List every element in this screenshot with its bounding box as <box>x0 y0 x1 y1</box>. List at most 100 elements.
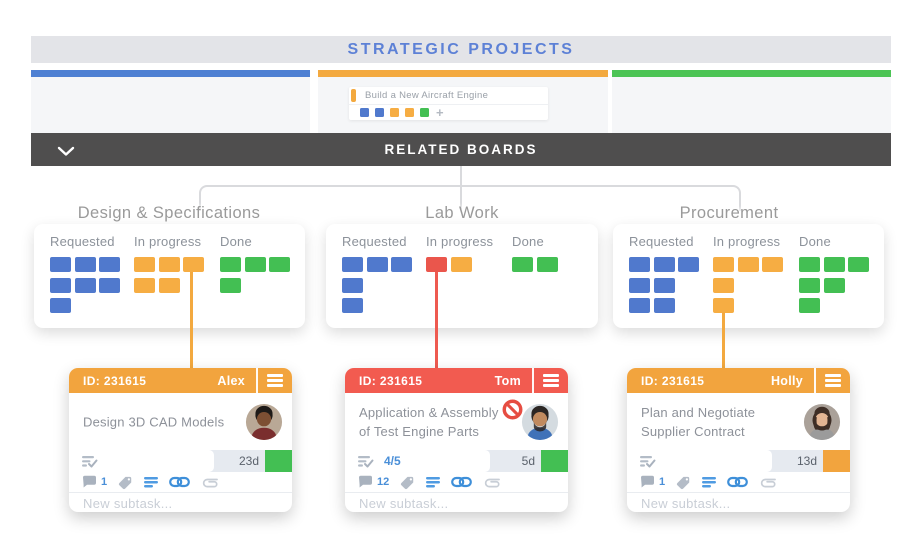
task-chip[interactable] <box>713 277 734 293</box>
task-chip[interactable] <box>158 277 180 293</box>
task-chip[interactable] <box>220 257 241 272</box>
paperclip-icon[interactable] <box>759 475 778 490</box>
task-chip[interactable] <box>512 257 533 272</box>
new-subtask-placeholder: New subtask... <box>83 495 173 511</box>
checklist-icon <box>640 455 657 468</box>
description-lines-icon[interactable] <box>144 476 159 488</box>
status-squares[interactable] <box>360 108 429 117</box>
chevron-down-icon[interactable] <box>57 144 75 162</box>
new-subtask-input[interactable]: New subtask... <box>345 492 568 513</box>
task-card-holly[interactable]: ID: 231615 Holly Plan and Negotiate Supp… <box>627 368 850 512</box>
link-icon[interactable] <box>727 475 749 489</box>
task-chip[interactable] <box>653 277 675 293</box>
menu-icon[interactable] <box>258 368 292 393</box>
chips-done[interactable] <box>799 257 869 313</box>
paperclip-icon[interactable] <box>201 475 220 490</box>
task-chip[interactable] <box>220 277 241 293</box>
new-subtask-input[interactable]: New subtask... <box>69 492 292 513</box>
task-chip[interactable] <box>50 298 71 313</box>
menu-icon[interactable] <box>534 368 568 393</box>
chips-inprogress[interactable] <box>713 257 783 313</box>
task-chip[interactable] <box>450 257 472 272</box>
project-card-status-squares: + <box>349 105 548 120</box>
status-square[interactable] <box>390 108 399 117</box>
chips-inprogress[interactable] <box>426 257 493 272</box>
task-chip[interactable] <box>737 257 759 272</box>
task-chip[interactable] <box>269 257 290 272</box>
task-card-alex[interactable]: ID: 231615 Alex Design 3D CAD Models <box>69 368 292 512</box>
task-chip[interactable] <box>799 277 820 293</box>
task-chip[interactable] <box>629 298 650 313</box>
new-subtask-input[interactable]: New subtask... <box>627 492 850 513</box>
project-card[interactable]: Build a New Aircraft Engine + <box>349 87 548 120</box>
task-chip[interactable] <box>74 277 96 293</box>
task-chip[interactable] <box>50 277 71 293</box>
task-chip[interactable] <box>629 257 650 272</box>
board-design-specifications[interactable]: Requested In progress Done <box>34 224 305 328</box>
task-chip[interactable] <box>391 257 412 272</box>
subtask-progress <box>69 450 214 472</box>
comment-icon[interactable] <box>358 475 373 489</box>
task-chip[interactable] <box>426 257 447 272</box>
chips-requested[interactable] <box>342 257 412 313</box>
new-subtask-placeholder: New subtask... <box>359 495 449 511</box>
task-chip[interactable] <box>823 257 845 272</box>
task-chip[interactable] <box>653 257 675 272</box>
task-chip[interactable] <box>99 277 120 293</box>
chips-done[interactable] <box>512 257 558 272</box>
column-label-requested: Requested <box>342 234 407 249</box>
task-chip[interactable] <box>799 257 820 272</box>
task-chip[interactable] <box>74 257 96 272</box>
task-chip[interactable] <box>342 277 363 293</box>
link-icon[interactable] <box>451 475 473 489</box>
task-chip[interactable] <box>713 298 734 313</box>
task-chip[interactable] <box>762 257 783 272</box>
comment-icon[interactable] <box>640 475 655 489</box>
task-chip[interactable] <box>99 257 120 272</box>
task-chip[interactable] <box>848 257 869 272</box>
strategic-projects-header: STRATEGIC PROJECTS <box>31 36 891 63</box>
status-square[interactable] <box>375 108 384 117</box>
link-icon[interactable] <box>169 475 191 489</box>
task-chip[interactable] <box>536 257 558 272</box>
task-chip[interactable] <box>342 298 363 313</box>
task-chip[interactable] <box>342 257 363 272</box>
project-panel-1[interactable] <box>31 70 310 133</box>
status-square[interactable] <box>405 108 414 117</box>
description-lines-icon[interactable] <box>702 476 717 488</box>
status-square[interactable] <box>420 108 429 117</box>
chips-requested[interactable] <box>629 257 699 313</box>
add-square-button[interactable]: + <box>436 105 444 120</box>
progress-bar: 4/5 5d <box>345 450 568 472</box>
task-chip[interactable] <box>653 298 675 313</box>
tag-icon[interactable] <box>400 475 415 490</box>
task-chip[interactable] <box>629 277 650 293</box>
task-chip[interactable] <box>799 298 820 313</box>
tag-icon[interactable] <box>676 475 691 490</box>
task-chip[interactable] <box>134 277 155 293</box>
task-chip[interactable] <box>678 257 699 272</box>
task-chip[interactable] <box>50 257 71 272</box>
status-square[interactable] <box>360 108 369 117</box>
menu-icon[interactable] <box>816 368 850 393</box>
task-chip[interactable] <box>366 257 388 272</box>
board-lab-work[interactable]: Requested In progress Done <box>326 224 598 328</box>
task-chip[interactable] <box>244 257 266 272</box>
chips-inprogress[interactable] <box>134 257 204 293</box>
paperclip-icon[interactable] <box>483 475 502 490</box>
tag-icon[interactable] <box>118 475 133 490</box>
task-chip[interactable] <box>183 257 204 272</box>
board-procurement[interactable]: Requested In progress Done <box>613 224 884 328</box>
chips-done[interactable] <box>220 257 290 293</box>
chips-requested[interactable] <box>50 257 120 313</box>
task-chip[interactable] <box>158 257 180 272</box>
task-chip[interactable] <box>713 257 734 272</box>
task-chip[interactable] <box>134 257 155 272</box>
task-chip[interactable] <box>823 277 845 293</box>
project-panel-3[interactable] <box>612 70 891 133</box>
task-card-tom[interactable]: ID: 231615 Tom Application & Assembly of… <box>345 368 568 512</box>
project-panel-2[interactable]: Build a New Aircraft Engine + <box>318 70 608 133</box>
description-lines-icon[interactable] <box>426 476 441 488</box>
task-id: ID: 231615 <box>359 373 423 388</box>
comment-icon[interactable] <box>82 475 97 489</box>
